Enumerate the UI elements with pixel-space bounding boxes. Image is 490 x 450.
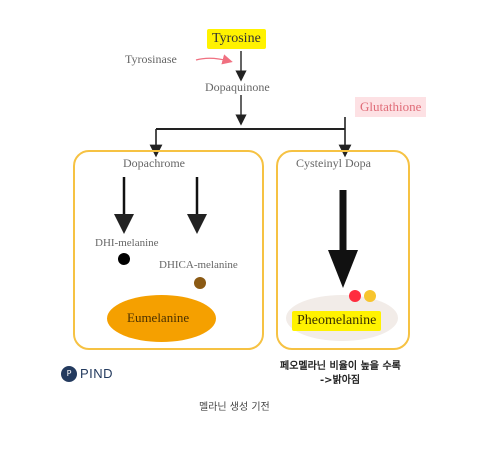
note-line-2: ->밝아짐 <box>320 375 361 386</box>
pheomelanine-label: Pheomelanine <box>292 311 382 331</box>
dhi-melanine-dot <box>118 253 130 265</box>
pheomelanin-pathway-box <box>276 150 410 350</box>
eumelanine-blob <box>107 295 216 342</box>
tyrosinase-arrow <box>195 54 233 65</box>
dhica-melanine-dot <box>194 277 206 289</box>
dhica-melanine-label: DHICA-melanine <box>159 259 238 271</box>
eumelanin-pathway-box <box>73 150 264 350</box>
note-line-1: 페오멜라닌 비율이 높을 수록 <box>280 361 401 372</box>
dopaquinone-label: Dopaquinone <box>205 80 270 94</box>
red-dot <box>349 290 361 302</box>
figure-caption: 멜라닌 생성 기전 <box>199 402 270 413</box>
pind-logo-text: PIND <box>80 366 114 381</box>
yellow-dot <box>364 290 376 302</box>
pind-logo-icon: P <box>61 366 77 382</box>
cysteinyl-dopa-label: Cysteinyl Dopa <box>296 156 371 170</box>
dopachrome-label: Dopachrome <box>123 156 185 170</box>
glutathione-label: Glutathione <box>355 97 427 117</box>
dhi-melanine-label: DHI-melanine <box>95 237 159 249</box>
arrow-to-pheomelanine-head <box>328 250 358 288</box>
tyrosinase-label: Tyrosinase <box>125 52 177 66</box>
eumelanine-label: Eumelanine <box>127 310 190 325</box>
tyrosine-label: Tyrosine <box>207 29 266 49</box>
